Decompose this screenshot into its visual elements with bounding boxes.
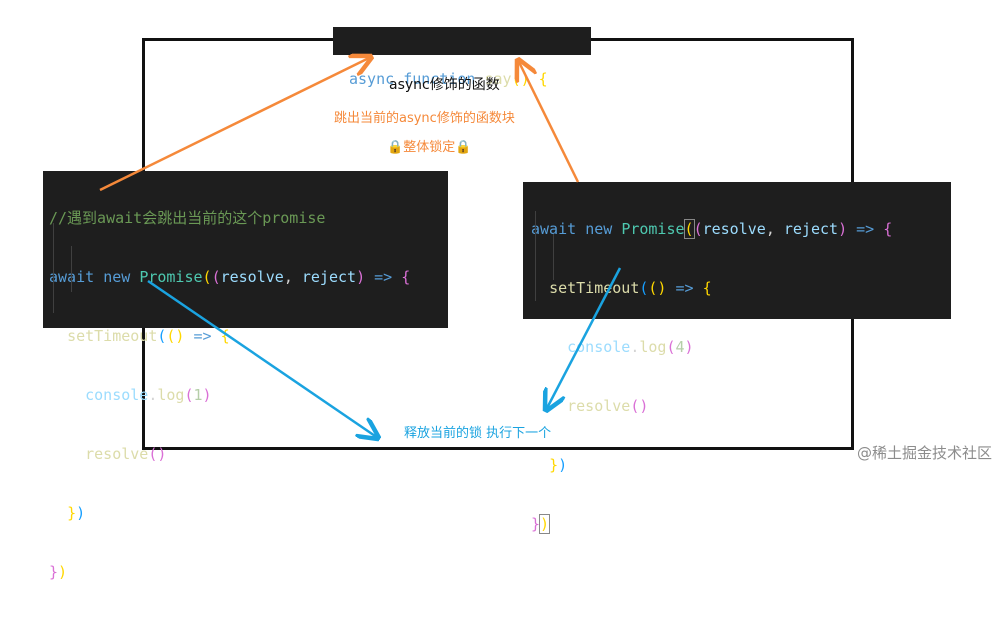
async-function-label: async修饰的函数	[389, 77, 500, 93]
jump-out-label: 跳出当前的async修饰的函数块	[334, 111, 515, 126]
log-value: 4	[675, 338, 685, 356]
arrow-await-to-async	[99, 57, 371, 192]
lock-label: 🔒整体锁定🔒	[387, 136, 471, 155]
promise-class: Promise	[621, 220, 685, 238]
lock-text: 整体锁定	[403, 140, 456, 155]
settimeout-call: setTimeout	[67, 327, 158, 345]
arrow-operator: =>	[193, 327, 212, 345]
console-object: console	[567, 338, 631, 356]
resolve-call: resolve	[567, 397, 631, 415]
watermark: @稀土掘金技术社区	[856, 444, 992, 462]
arrow-operator: =>	[675, 279, 694, 297]
promise-class: Promise	[139, 268, 203, 286]
indent-guide	[53, 223, 54, 313]
arrow-await-to-async-right	[518, 60, 580, 183]
log-method: log	[639, 338, 667, 356]
log-value: 1	[193, 386, 203, 404]
function-brace: {	[538, 70, 548, 88]
left-code-block: //遇到await会跳出当前的这个promise await new Promi…	[43, 171, 448, 581]
right-code-block: await new Promise((resolve, reject) => {…	[523, 182, 951, 534]
resolve-call: resolve	[85, 445, 149, 463]
settimeout-call: setTimeout	[549, 279, 640, 297]
new-keyword: new	[103, 268, 131, 286]
new-keyword: new	[585, 220, 613, 238]
resolve-param: resolve	[220, 268, 284, 286]
log-method: log	[157, 386, 185, 404]
reject-param: reject	[301, 268, 357, 286]
lock-icon: 🔒	[387, 140, 404, 155]
console-object: console	[85, 386, 149, 404]
lock-icon: 🔒	[455, 140, 472, 155]
arrow-resolve-release-left	[147, 279, 378, 438]
reject-param: reject	[783, 220, 839, 238]
resolve-param: resolve	[702, 220, 766, 238]
async-function-snippet: async function say() {	[333, 27, 591, 88]
code-comment: //遇到await会跳出当前的这个promise	[49, 209, 326, 227]
await-keyword: await	[531, 220, 577, 238]
indent-guide	[553, 234, 554, 280]
indent-guide	[535, 211, 536, 301]
release-lock-label: 释放当前的锁 执行下一个	[404, 426, 552, 441]
arrows-layer	[99, 0, 622, 473]
function-keyword: function	[403, 70, 476, 88]
arrow-operator: =>	[374, 268, 393, 286]
arrow-resolve-release-right	[546, 267, 622, 410]
arrow-operator: =>	[856, 220, 875, 238]
indent-guide	[71, 246, 72, 292]
function-name: say	[484, 70, 512, 88]
